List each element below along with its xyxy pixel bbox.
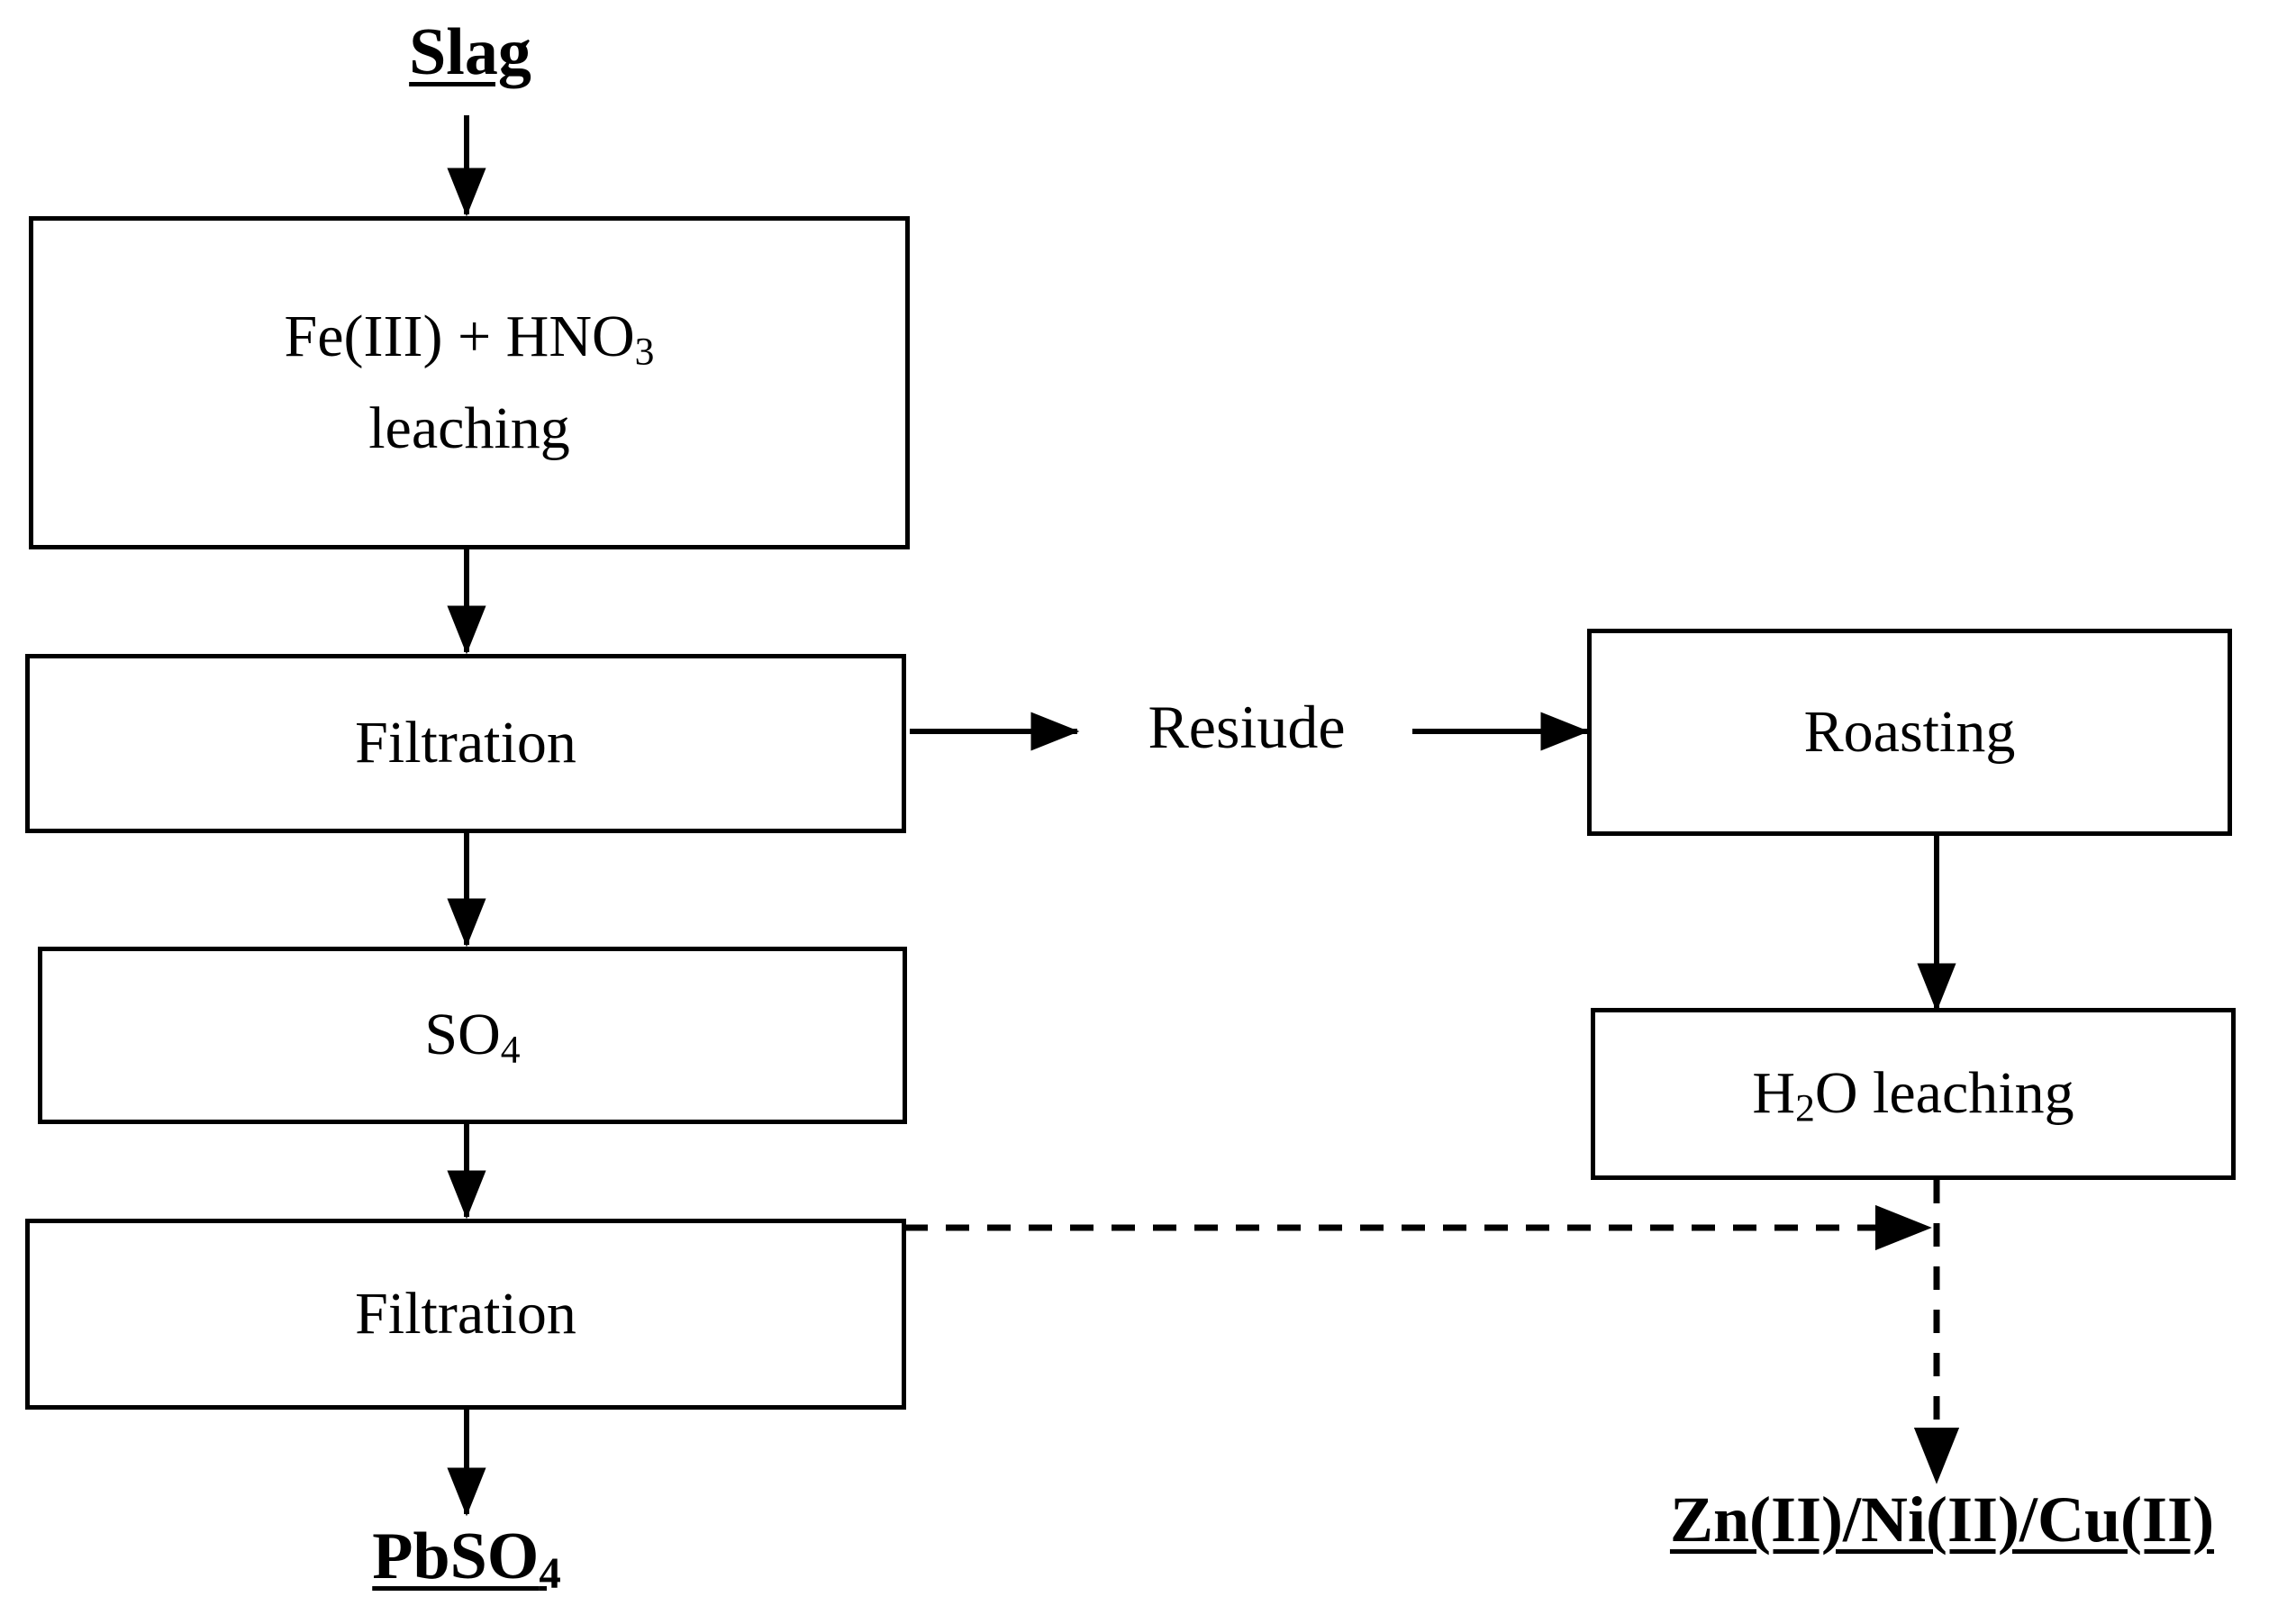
so4-text: SO	[424, 1002, 501, 1068]
terminal-label-slag: Slag	[409, 15, 531, 89]
process-box-so4[interactable]: SO4	[38, 947, 907, 1124]
process-box-roasting[interactable]: Roasting	[1587, 629, 2232, 836]
process-box-filtration-1[interactable]: Filtration	[25, 654, 906, 833]
h2o-prefix: H	[1752, 1060, 1796, 1127]
pbso4-text: PbSO	[372, 1520, 540, 1593]
hno3-subscript: 3	[634, 330, 655, 374]
h2o-leaching-label: H2O leaching	[1752, 1048, 2074, 1139]
h2o-suffix: O leaching	[1814, 1060, 2074, 1127]
so4-label: SO4	[424, 989, 520, 1081]
process-box-filtration-2[interactable]: Filtration	[25, 1219, 906, 1410]
terminal-label-metals: Zn(II)/Ni(II)/Cu(II)	[1669, 1483, 2215, 1556]
filtration-2-label: Filtration	[355, 1280, 576, 1347]
filtration-1-label: Filtration	[355, 710, 576, 776]
fe-hno3-line: Fe(III) + HNO3	[285, 291, 655, 383]
process-box-fe-hno3-leaching[interactable]: Fe(III) + HNO3 leaching	[29, 216, 910, 549]
pbso4-subscript: 4	[539, 1547, 561, 1598]
leaching-line: leaching	[368, 395, 570, 461]
terminal-label-pbso4: PbSO4	[322, 1520, 611, 1594]
h2o-subscript: 2	[1795, 1086, 1815, 1130]
so4-subscript: 4	[500, 1028, 521, 1072]
process-box-h2o-leaching[interactable]: H2O leaching	[1591, 1008, 2236, 1180]
roasting-label: Roasting	[1803, 698, 2016, 765]
fe-hno3-text: Fe(III) + HNO	[284, 303, 635, 369]
stream-label-residue: Resiude	[1148, 693, 1346, 761]
